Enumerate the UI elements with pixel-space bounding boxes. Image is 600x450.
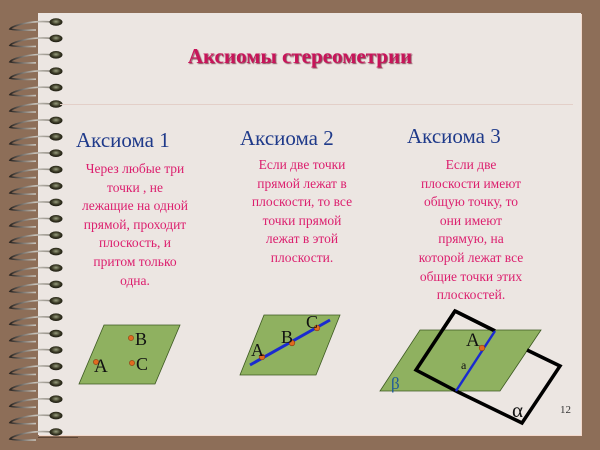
page-bottom-edge [38,437,78,438]
axiom-1-text: Через любые три точки , не лежащие на од… [70,160,200,290]
axiom-2-text: Если две точки прямой лежат в плоскости,… [237,156,367,268]
axiom-3-text: Если две плоскости имеют общую точку, то… [403,156,539,305]
text-line: лежащие на одной [81,198,189,214]
axiom-2-heading: Аксиома 2 [240,126,334,150]
text-line: плоскости имеют [420,175,522,191]
text-line: Если две [445,157,497,172]
text-line: плоскостей. [436,287,506,303]
page-number: 12 [560,404,571,416]
slide-title: Аксиомы стереометрии [187,44,413,68]
text-line: прямую, на [438,231,504,247]
axiom-3-heading: Аксиома 3 [407,124,501,148]
text-line: общие точки этих [419,268,523,284]
text-line: лежат в этой [265,231,339,247]
title-divider [60,104,573,105]
text-line: которой лежат все [418,249,524,265]
text-line: прямой лежат в [257,175,347,191]
text-line: они имеют [439,212,503,228]
text-line: плоскость, и [98,235,172,251]
axiom-1-heading: Аксиома 1 [76,128,170,152]
text-line: точки прямой [262,212,342,228]
text-line: Через любые три [85,161,185,176]
text-line: одна. [120,272,150,288]
spiral-binding-icon [8,18,63,442]
text-line: плоскости, то все [251,194,353,210]
text-line: притом только [93,253,177,269]
text-line: Если две точки [258,157,346,172]
text-line: плоскости. [270,249,334,265]
text-line: общую точку, то [423,194,519,210]
text-line: прямой, проходит [83,216,187,232]
text-line: точки , не [106,179,164,195]
